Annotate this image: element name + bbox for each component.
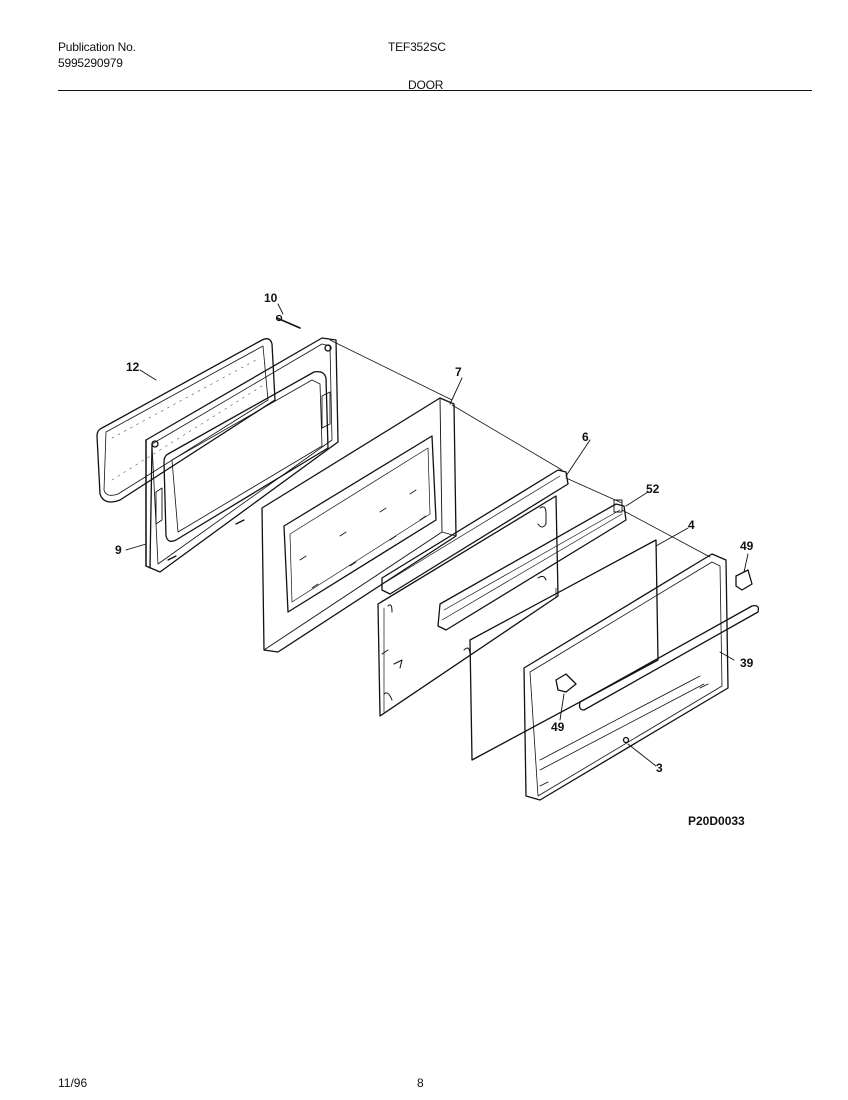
glass-pane-part: [463, 539, 659, 761]
inner-door-liner-part: [145, 337, 339, 573]
callout-7: 7: [455, 365, 462, 379]
leader-lines: [125, 303, 749, 767]
callout-39: 39: [740, 656, 754, 670]
alignment-lines: [329, 339, 711, 558]
door-panel-frame-part: [261, 397, 457, 653]
model-number: TEF352SC: [388, 40, 446, 54]
callout-10: 10: [264, 291, 278, 305]
drawing-code: P20D0033: [688, 814, 745, 828]
callout-6: 6: [582, 430, 589, 444]
glass-bracket-part: [377, 469, 569, 717]
callout-4: 4: [688, 518, 695, 532]
callout-49-bottom: 49: [551, 720, 565, 734]
screw-part: [275, 314, 301, 329]
page-number: 8: [417, 1076, 424, 1090]
outer-door-part: [523, 553, 729, 801]
callout-3: 3: [656, 761, 663, 775]
callout-49-top: 49: [740, 539, 754, 553]
callout-9: 9: [115, 543, 122, 557]
channel-strip-part: [437, 499, 627, 631]
handle-cap-part: [555, 569, 753, 693]
publication-number: 5995290979: [58, 56, 123, 70]
section-title: DOOR: [408, 78, 444, 92]
door-handle-part: [578, 604, 760, 711]
door-gasket-part: [96, 338, 276, 503]
callout-12: 12: [126, 360, 140, 374]
callout-52: 52: [646, 482, 660, 496]
footer-date: 11/96: [58, 1076, 88, 1090]
publication-label: Publication No.: [58, 40, 136, 54]
header-rule: [58, 90, 812, 91]
